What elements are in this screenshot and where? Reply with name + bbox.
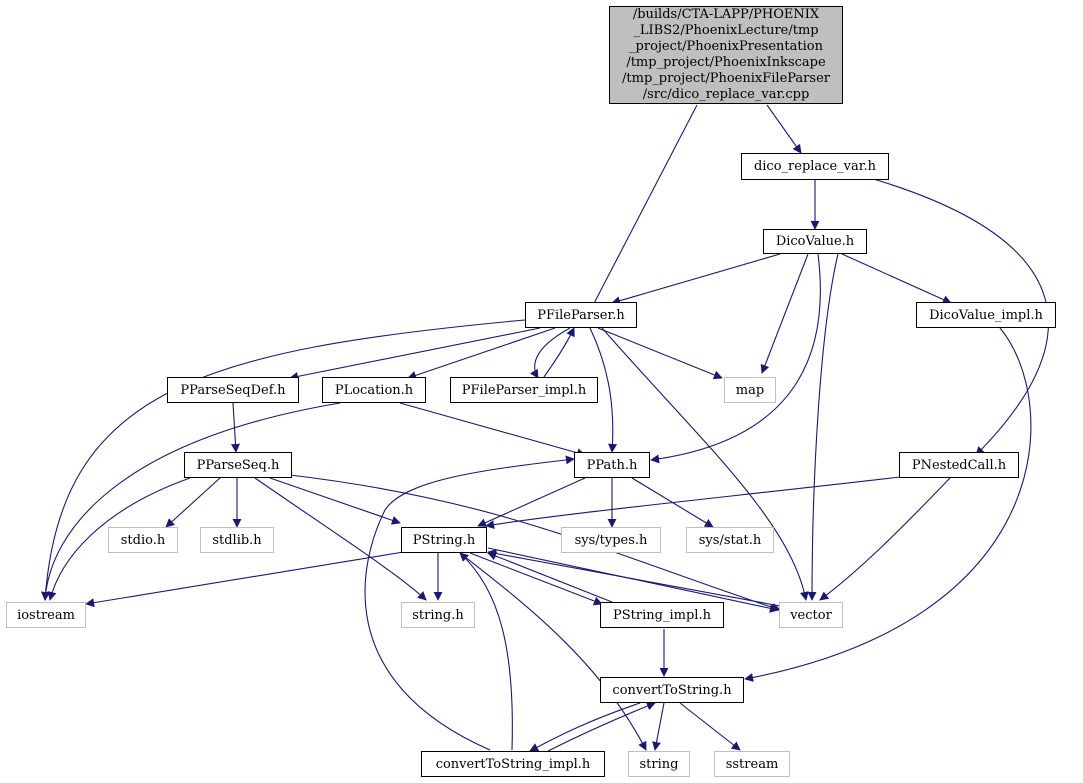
edge-ppath-to-pstring — [477, 477, 586, 527]
node-dicovalue-impl-h[interactable]: DicoValue_impl.h — [916, 302, 1056, 328]
edge-converttostring-to-sstream — [679, 702, 741, 751]
node-pstring-h[interactable]: PString.h — [401, 527, 487, 553]
edge-root-to-dico-replace-var — [766, 104, 802, 154]
edge-pparseseq-to-iostream — [47, 477, 191, 601]
node-sys-types-h[interactable]: sys/types.h — [561, 527, 661, 553]
node-sstream[interactable]: sstream — [714, 751, 790, 777]
node-dico-replace-var-h[interactable]: dico_replace_var.h — [741, 153, 889, 180]
edge-pparseseq-to-string-h — [254, 477, 427, 601]
edge-pfileparser-to-vector — [601, 327, 809, 601]
edge-pparseseq-to-pstring — [269, 477, 401, 525]
edge-plocation-to-ppath — [399, 402, 586, 458]
node-plocation-h[interactable]: PLocation.h — [322, 377, 426, 403]
node-ppath-h[interactable]: PPath.h — [574, 452, 650, 478]
edge-dicovalue-to-dicovalue-impl — [841, 253, 952, 304]
node-pfileparser-h[interactable]: PFileParser.h — [525, 302, 637, 328]
edge-pfileparser-to-map — [597, 327, 723, 380]
node-string-h[interactable]: string.h — [401, 602, 475, 628]
edge-pfileparser-to-ppath — [589, 327, 618, 453]
edge-dicovalue-to-map — [760, 253, 809, 374]
edge-converttostring-to-string — [652, 702, 665, 751]
edge-converttostring-to-converttostring-impl — [529, 702, 641, 752]
node-stdio-h[interactable]: stdio.h — [108, 527, 178, 553]
node-stdlib-h[interactable]: stdlib.h — [200, 527, 274, 553]
node-pnestedcall-h[interactable]: PNestedCall.h — [899, 452, 1019, 478]
edge-pstring-impl-to-pstring — [487, 551, 613, 603]
edge-pnestedcall-to-pstring — [485, 476, 901, 530]
edge-dicovalue-to-pfileparser — [611, 253, 781, 306]
edge-pparseseq-to-vector — [289, 474, 781, 612]
node-pparseseq-h[interactable]: PParseSeq.h — [184, 452, 292, 478]
edge-pfileparser-to-plocation — [407, 327, 556, 380]
edge-pfileparser-to-pfileparser-impl — [529, 327, 571, 379]
node-pparseseqdef-h[interactable]: PParseSeqDef.h — [167, 377, 299, 403]
edge-pstring-to-string — [459, 552, 647, 751]
edge-root-to-pfileparser — [588, 104, 698, 314]
node-converttostring-h[interactable]: convertToString.h — [600, 677, 744, 703]
edge-dicovalue-impl-to-converttostring — [744, 327, 1032, 682]
edge-pstring-to-pstring-impl — [469, 552, 603, 606]
edge-converttostring-impl-to-pstring — [459, 552, 513, 751]
edge-converttostring-impl-to-converttostring — [547, 701, 656, 752]
edge-pnestedcall-to-vector — [819, 477, 951, 601]
edge-plocation-to-iostream — [41, 402, 341, 601]
edge-pparseseq-to-stdio — [165, 477, 221, 528]
node-pstring-impl-h[interactable]: PString_impl.h — [600, 602, 724, 628]
edge-vector-to-pstring — [487, 549, 781, 607]
node-root-dico-replace-var-cpp[interactable]: /builds/CTA-LAPP/PHOENIX _LIBS2/PhoenixL… — [609, 6, 843, 104]
node-string[interactable]: string — [628, 751, 690, 777]
edge-pstring-to-iostream — [85, 550, 411, 608]
edge-dicovalue-to-ppath — [650, 253, 821, 464]
node-iostream[interactable]: iostream — [6, 602, 86, 628]
node-dicovalue-h[interactable]: DicoValue.h — [763, 229, 867, 254]
edge-dico-replace-var-to-pnestedcall — [869, 177, 1049, 456]
node-vector[interactable]: vector — [779, 602, 843, 628]
edge-dicovalue-to-vector — [807, 253, 839, 601]
node-pfileparser-impl-h[interactable]: PFileParser_impl.h — [450, 377, 598, 403]
edge-pfileparser-to-pparseseqdef — [289, 327, 541, 381]
node-map[interactable]: map — [724, 377, 776, 403]
node-converttostring-impl-h[interactable]: convertToString_impl.h — [421, 751, 605, 777]
edge-pfileparser-impl-to-pfileparser — [543, 327, 575, 378]
edge-converttostring-impl-to-ppath — [364, 455, 575, 751]
node-sys-stat-h[interactable]: sys/stat.h — [686, 527, 774, 553]
